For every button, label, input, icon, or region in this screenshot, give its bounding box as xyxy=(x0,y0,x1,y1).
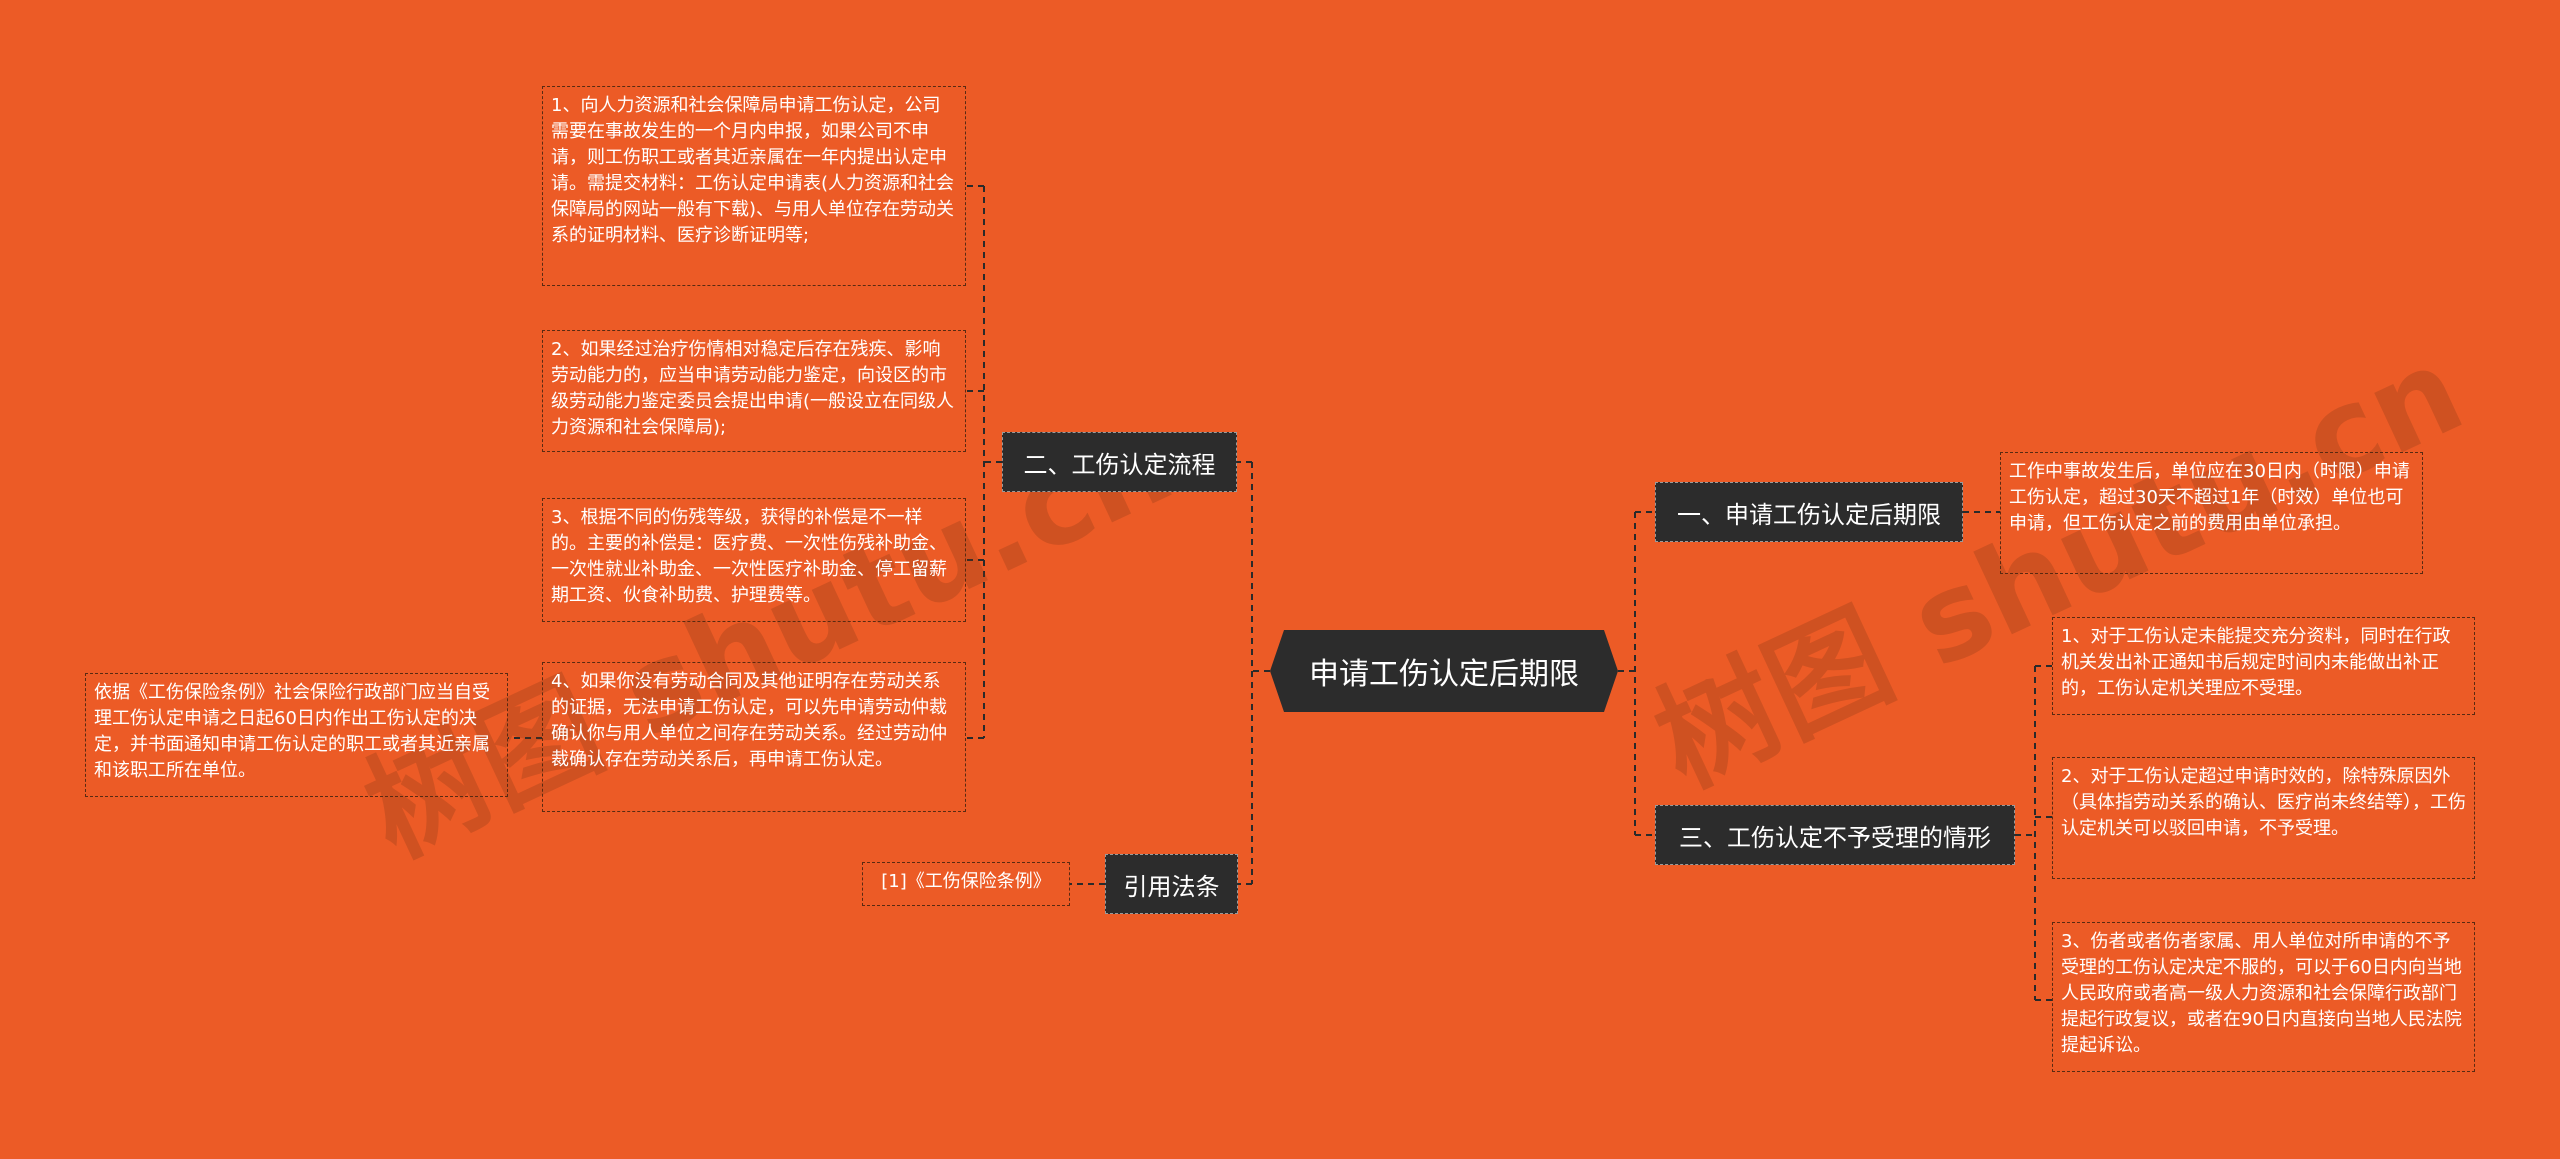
branch-process[interactable]: 二、工伤认定流程 xyxy=(1002,432,1237,492)
link-root-left xyxy=(1237,461,1270,885)
leaf-process-1: 1、向人力资源和社会保障局申请工伤认定，公司需要在事故发生的一个月内申报，如果公… xyxy=(542,86,966,286)
branch-law[interactable]: 引用法条 xyxy=(1105,854,1238,914)
leaf-reject-1: 1、对于工伤认定未能提交充分资料，同时在行政机关发出补正通知书后规定时间内未能做… xyxy=(2052,617,2475,715)
link-process-leaves xyxy=(966,185,1002,739)
leaf-reject-2: 2、对于工伤认定超过申请时效的，除特殊原因外（具体指劳动关系的确认、医疗尚未终结… xyxy=(2052,757,2475,879)
branch-deadline[interactable]: 一、申请工伤认定后期限 xyxy=(1655,482,1963,542)
leaf-deadline-1: 工作中事故发生后，单位应在30日内（时限）申请工伤认定，超过30天不超过1年（时… xyxy=(2000,452,2423,574)
leaf-law-1: [1]《工伤保险条例》 xyxy=(862,862,1070,906)
link-reject-leaves xyxy=(2015,665,2052,1001)
leaf-process-4: 4、如果你没有劳动合同及其他证明存在劳动关系的证据，无法申请工伤认定，可以先申请… xyxy=(542,662,966,812)
branch-reject[interactable]: 三、工伤认定不予受理的情形 xyxy=(1655,805,2015,865)
leaf-process-2: 2、如果经过治疗伤情相对稳定后存在残疾、影响劳动能力的，应当申请劳动能力鉴定，向… xyxy=(542,330,966,452)
leaf-reject-3: 3、伤者或者伤者家属、用人单位对所申请的不予受理的工伤认定决定不服的，可以于60… xyxy=(2052,922,2475,1072)
leaf-process-4-sub: 依据《工伤保险条例》社会保险行政部门应当自受理工伤认定申请之日起60日内作出工伤… xyxy=(85,673,508,797)
link-root-right xyxy=(1618,511,1655,836)
root-node[interactable]: 申请工伤认定后期限 xyxy=(1270,630,1618,712)
leaf-process-3: 3、根据不同的伤残等级，获得的补偿是不一样的。主要的补偿是：医疗费、一次性伤残补… xyxy=(542,498,966,622)
